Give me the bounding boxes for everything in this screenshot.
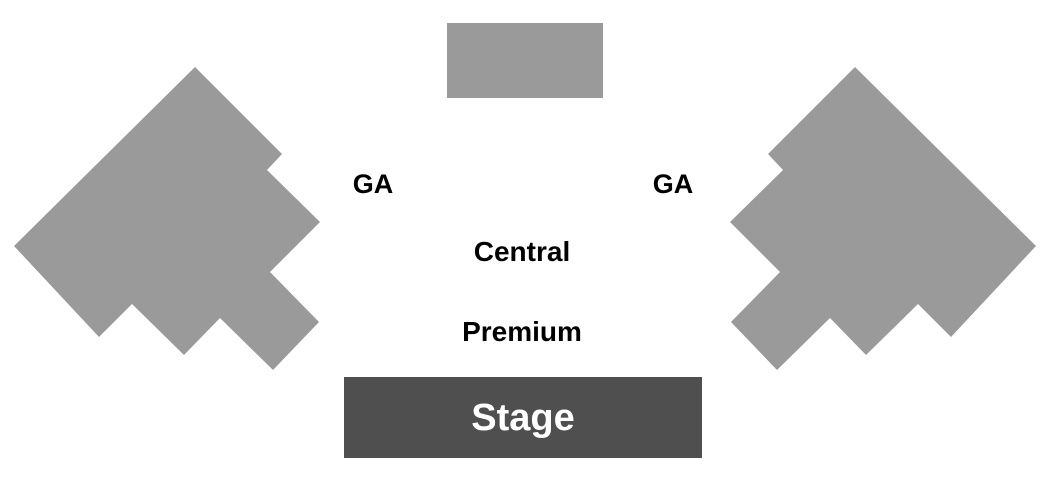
stage <box>344 377 702 458</box>
right-wing-section[interactable] <box>730 67 1036 370</box>
top-section[interactable] <box>447 23 603 98</box>
ga-right-label[interactable]: GA <box>653 169 694 199</box>
central-label[interactable]: Central <box>474 236 570 267</box>
ga-left-label[interactable]: GA <box>353 169 394 199</box>
left-wing-section[interactable] <box>14 67 320 370</box>
premium-label[interactable]: Premium <box>462 316 582 347</box>
